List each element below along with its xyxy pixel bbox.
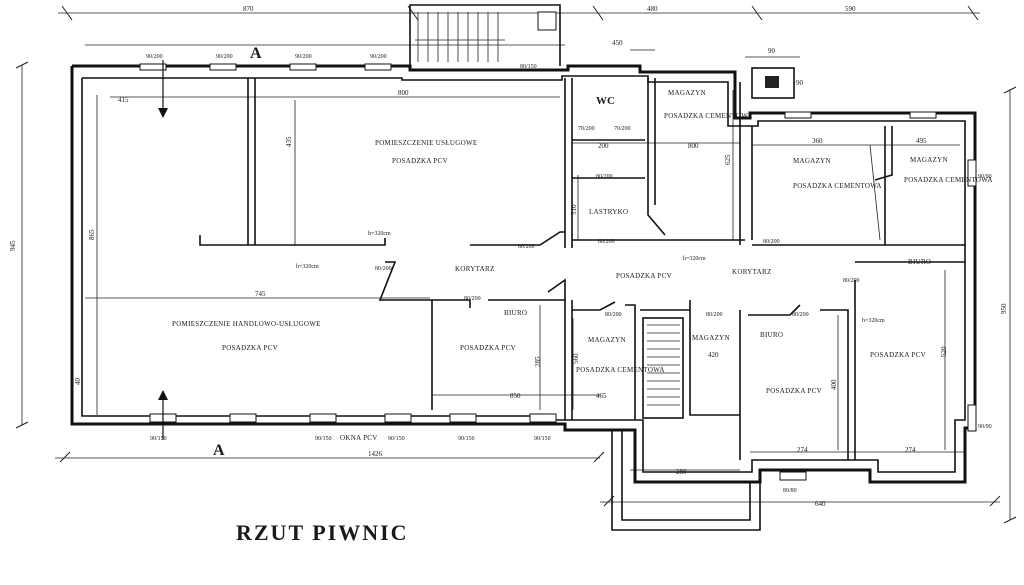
dim-850: 850 [510, 392, 521, 400]
opening-label: 80/200 [375, 266, 392, 272]
plan-title: RZUT PIWNIC [236, 520, 409, 545]
room-wc-name: WC [596, 95, 615, 107]
opening-label: 80/200 [596, 174, 613, 180]
room-biuro3-floor: POSADZKA PCV [870, 351, 926, 359]
dim-top-590: 590 [845, 5, 856, 13]
dim-520: 520 [940, 346, 948, 357]
opening-label: 90/200 [370, 54, 387, 60]
opening-label: 90/150 [150, 436, 167, 442]
room-korytarz1-name: KORYTARZ [455, 265, 495, 273]
room-magazyn1-floor: POSADZKA CEMENTOWA [664, 112, 753, 120]
room-biuro2-name: BIURO [760, 331, 783, 339]
room-uslugowe-floor: POSADZKA PCV [392, 157, 448, 165]
height-label-1: h=320cm [368, 231, 391, 237]
room-handlowe-name: POMIESZCZENIE HANDLOWO-USŁUGOWE [172, 320, 321, 328]
room-biuro1-name: BIURO [504, 309, 527, 317]
opening-label: 80/200 [706, 312, 723, 318]
opening-label: 90/200 [295, 54, 312, 60]
dim-865: 865 [88, 229, 96, 240]
room-magazyn4-name: MAGAZYN [588, 336, 626, 344]
windows-label: OKNA PCV [340, 434, 378, 442]
dim-285: 285 [534, 356, 542, 367]
opening-label: 70/200 [578, 126, 595, 132]
dim-435: 435 [285, 136, 293, 147]
dim-top-870: 870 [243, 5, 254, 13]
height-label-2: h=320cm [296, 264, 319, 270]
section-markers: A A [158, 45, 262, 459]
windows [139, 63, 977, 481]
staircase-top [415, 11, 557, 62]
dim-top-90: 90 [768, 47, 776, 55]
room-magazyn5-name: MAGAZYN [692, 334, 730, 342]
opening-label: 90/200 [216, 54, 233, 60]
dim-415: 415 [118, 96, 129, 104]
dim-625: 625 [724, 154, 732, 165]
room-lastryko-name: LASTRYKO [589, 208, 628, 216]
dim-800: 800 [398, 89, 409, 97]
dim-274a: 274 [797, 446, 808, 454]
opening-label: 80/200 [843, 278, 860, 284]
dim-top-90b: 90 [796, 79, 804, 87]
dim-495: 495 [916, 137, 927, 145]
height-label-4: h=320cm [862, 318, 885, 324]
room-handlowe-floor: POSADZKA PCV [222, 344, 278, 352]
room-biuro2-floor: POSADZKA PCV [766, 387, 822, 395]
dim-560: 560 [572, 353, 580, 364]
opening-label: 80/200 [763, 239, 780, 245]
opening-label: 90/150 [315, 436, 332, 442]
dim-200: 200 [598, 142, 609, 150]
opening-label: 90/150 [534, 436, 551, 442]
dim-465: 465 [596, 392, 607, 400]
dim-top-450: 450 [612, 39, 623, 47]
room-magazyn4-floor: POSADZKA CEMENTOWA [576, 366, 665, 374]
dim-360: 360 [812, 137, 823, 145]
dim-950: 950 [1000, 303, 1008, 314]
opening-label: 90/150 [458, 436, 475, 442]
room-labels: POMIESZCZENIE USŁUGOWE POSADZKA PCV POMI… [172, 89, 993, 442]
staircase-bottom [642, 317, 684, 419]
opening-label: 70/200 [614, 126, 631, 132]
room-magazyn2-floor: POSADZKA CEMENTOWA [793, 182, 882, 190]
dim-945: 945 [9, 240, 17, 251]
dimension-labels: 870 480 590 90 90 450 415 800 360 495 74… [9, 5, 1008, 508]
opening-label: 80/200 [464, 296, 481, 302]
opening-label: 80/150 [520, 64, 537, 70]
room-magazyn3-name: MAGAZYN [910, 156, 948, 164]
opening-label: 90/90 [978, 174, 992, 180]
height-label-3: h=320cm [683, 256, 706, 262]
opening-label: 80/200 [598, 239, 615, 245]
dim-top-480: 480 [647, 5, 658, 13]
room-korytarz2-floor: POSADZKA PCV [616, 272, 672, 280]
dimension-lines [15, 5, 1017, 524]
opening-label: 80/200 [792, 312, 809, 318]
dim-745: 745 [255, 290, 266, 298]
dim-510: 510 [570, 204, 578, 215]
room-magazyn3-floor: POSADZKA CEMENTOWA [904, 176, 993, 184]
room-korytarz2-name: KORYTARZ [732, 268, 772, 276]
section-label-bottom: A [213, 442, 225, 459]
room-uslugowe-name: POMIESZCZENIE USŁUGOWE [375, 139, 477, 147]
opening-label: 90/90 [978, 424, 992, 430]
room-magazyn1-name: MAGAZYN [668, 89, 706, 97]
room-biuro1-floor: POSADZKA PCV [460, 344, 516, 352]
opening-label: 90/200 [146, 54, 163, 60]
opening-label: 80/200 [605, 312, 622, 318]
dim-274b: 274 [905, 446, 916, 454]
dim-420: 420 [708, 351, 719, 359]
walls [70, 4, 977, 531]
dim-40: 40 [74, 378, 82, 386]
dim-800b: 800 [688, 142, 699, 150]
dim-1426: 1426 [368, 450, 383, 458]
opening-label: 80/200 [518, 244, 535, 250]
dim-400: 400 [830, 379, 838, 390]
section-label-top: A [250, 45, 262, 62]
opening-label: 80/80 [783, 488, 797, 494]
room-biuro3-name: BIURO [908, 258, 931, 266]
dim-280: 280 [676, 468, 687, 476]
room-magazyn2-name: MAGAZYN [793, 157, 831, 165]
dim-640: 640 [815, 500, 826, 508]
opening-labels: 90/200 90/200 90/200 90/200 80/200 80/20… [146, 54, 992, 494]
opening-label: 90/150 [388, 436, 405, 442]
